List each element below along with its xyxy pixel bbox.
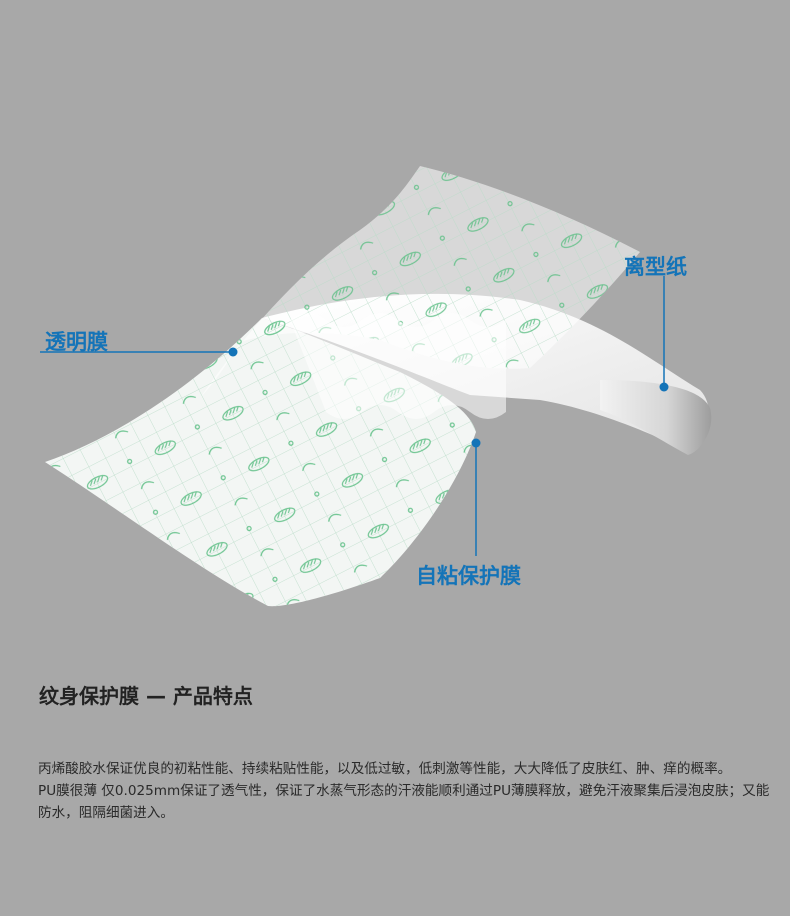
transparent-film-dot [228, 347, 238, 357]
release-paper-curl [600, 380, 712, 455]
description-paragraph-1: 丙烯酸胶水保证优良的初粘性能、持续粘贴性能，以及低过敏，低刺激等性能，大大降低了… [38, 761, 732, 777]
description-paragraph-2: PU膜很薄 仅0.025mm保证了透气性，保证了水蒸气形态的汗液能顺利通过PU薄… [38, 783, 770, 821]
label-adhesive-film: 自粘保护膜 [416, 564, 521, 588]
adhesive-film-dot [471, 438, 481, 448]
release-paper-dot [659, 382, 669, 392]
feature-description: 丙烯酸胶水保证优良的初粘性能、持续粘贴性能，以及低过敏，低刺激等性能，大大降低了… [38, 758, 778, 824]
peel-wave-band [290, 313, 506, 419]
section-title: 纹身保护膜 — 产品特点 [39, 684, 253, 708]
label-transparent-film: 透明膜 [45, 330, 108, 354]
label-release-paper: 离型纸 [624, 255, 687, 279]
